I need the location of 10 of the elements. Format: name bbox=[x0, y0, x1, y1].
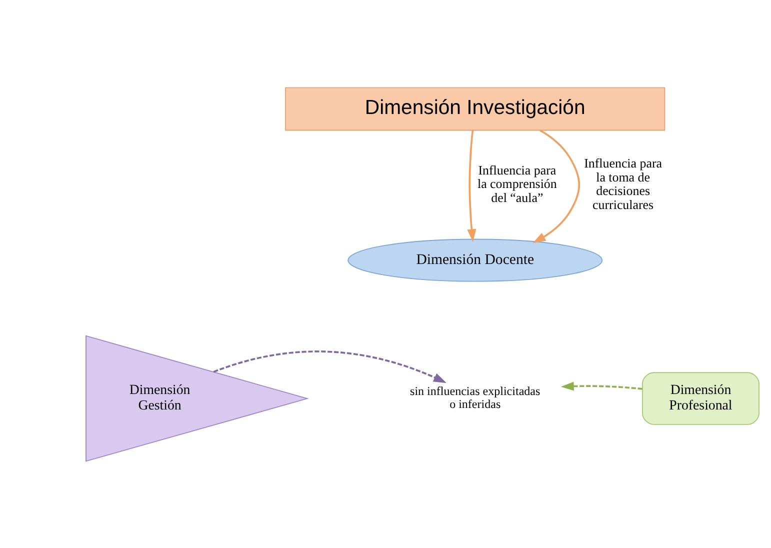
node-box: Dimensión Investigación bbox=[285, 86, 666, 130]
edge-label: Influencia para la toma de decisiones curriculares bbox=[584, 154, 662, 212]
node-ellipse: Dimensión Docente bbox=[348, 238, 603, 282]
edge-label: Influencia para la comprensión del “aula” bbox=[477, 162, 557, 205]
arrow bbox=[467, 130, 476, 242]
arrow bbox=[560, 381, 642, 390]
node-box: Dimensión Profesional bbox=[642, 372, 760, 424]
arrow bbox=[213, 350, 446, 382]
node-text: sin influencias explicitadas o inferidas bbox=[410, 384, 540, 411]
arrow bbox=[532, 129, 580, 243]
